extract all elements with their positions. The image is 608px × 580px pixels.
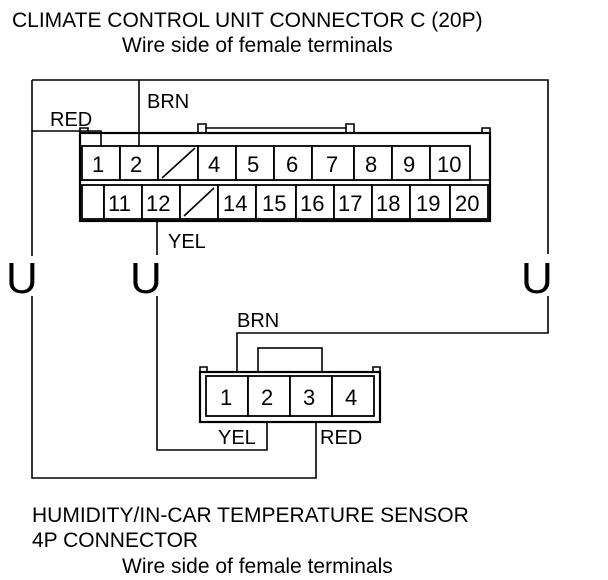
- wire-yel-bottom: [156, 296, 268, 451]
- wire-label-red-top: RED: [50, 109, 92, 131]
- bottom-connector: 1 2 3 4: [198, 347, 382, 424]
- terminal-cell: [197, 145, 237, 181]
- pin-label: 9: [403, 152, 415, 177]
- pin-label: 2: [261, 385, 273, 410]
- pin-label: 6: [286, 152, 298, 177]
- terminal-cell: [141, 184, 181, 220]
- junction-symbol-left: U: [6, 254, 38, 303]
- junction-symbol-middle: U: [130, 254, 162, 303]
- pin-label: 2: [130, 152, 142, 177]
- blank-terminal-slash: [183, 187, 215, 217]
- terminal-cell: [103, 184, 143, 220]
- terminal-cell: [449, 184, 489, 220]
- pin-label: 12: [146, 191, 170, 216]
- bottom-connector-latch: [257, 347, 323, 373]
- bottom-connector-subtitle: Wire side of female terminals: [122, 555, 393, 578]
- pin-label: 11: [108, 191, 131, 216]
- terminal-cell: [391, 145, 431, 181]
- pin-label: 4: [345, 385, 357, 410]
- pin-label: 1: [220, 385, 232, 410]
- pin-label: 14: [223, 191, 247, 216]
- pin-label: 20: [455, 191, 479, 216]
- terminal-cell: [311, 145, 355, 181]
- bottom-connector-title-line2: 4P CONNECTOR: [32, 529, 198, 552]
- wire-label-yel-top: YEL: [168, 231, 206, 253]
- pin-label: 3: [303, 385, 315, 410]
- terminal-cell: [371, 184, 411, 220]
- top-connector-row1: 1 2 4 5 6 7 8 9 10: [81, 145, 471, 181]
- terminal-cell: [119, 145, 159, 181]
- pin-label: 16: [300, 191, 324, 216]
- junction-symbol-right: U: [521, 254, 553, 303]
- pin-label: 7: [326, 152, 338, 177]
- terminal-cell: [333, 184, 373, 220]
- wire-brn-bottom: [236, 296, 549, 372]
- wire-label-yel-bottom: YEL: [218, 427, 256, 449]
- top-connector-subtitle: Wire side of female terminals: [122, 34, 393, 57]
- pin-label: 19: [416, 191, 440, 216]
- wire-label-red-bottom: RED: [320, 427, 362, 449]
- pin-label: 4: [208, 152, 220, 177]
- pin-label: 5: [247, 152, 259, 177]
- terminal-cell: [247, 375, 291, 417]
- top-connector-title: CLIMATE CONTROL UNIT CONNECTOR C (20P): [12, 9, 483, 32]
- terminal-cell: [331, 375, 375, 417]
- bottom-connector-title-line1: HUMIDITY/IN-CAR TEMPERATURE SENSOR: [32, 504, 469, 527]
- blank-terminal-slash: [161, 147, 196, 179]
- wire-label-brn-bottom: BRN: [237, 310, 279, 332]
- wire-brn-top: [138, 79, 549, 254]
- pin-label: 15: [262, 191, 286, 216]
- pin-label: 17: [338, 191, 362, 216]
- top-connector: 1 2 4 5 6 7 8 9 10 11 12 14: [78, 123, 492, 223]
- top-connector-latch: [197, 123, 355, 133]
- terminal-cell: [235, 145, 275, 181]
- pin-label: 10: [437, 152, 461, 177]
- top-connector-row2: 11 12 14 15 16 17 18 19 20: [81, 184, 489, 220]
- terminal-cell: [429, 145, 471, 181]
- pin-label: 8: [365, 152, 377, 177]
- wire-red-top: [31, 130, 102, 256]
- pin-label: 18: [376, 191, 400, 216]
- pin-label: 1: [92, 152, 104, 177]
- wire-red-bottom: [31, 296, 317, 479]
- wire-label-brn-top: BRN: [147, 91, 189, 113]
- terminal-cell-blank: [81, 184, 105, 220]
